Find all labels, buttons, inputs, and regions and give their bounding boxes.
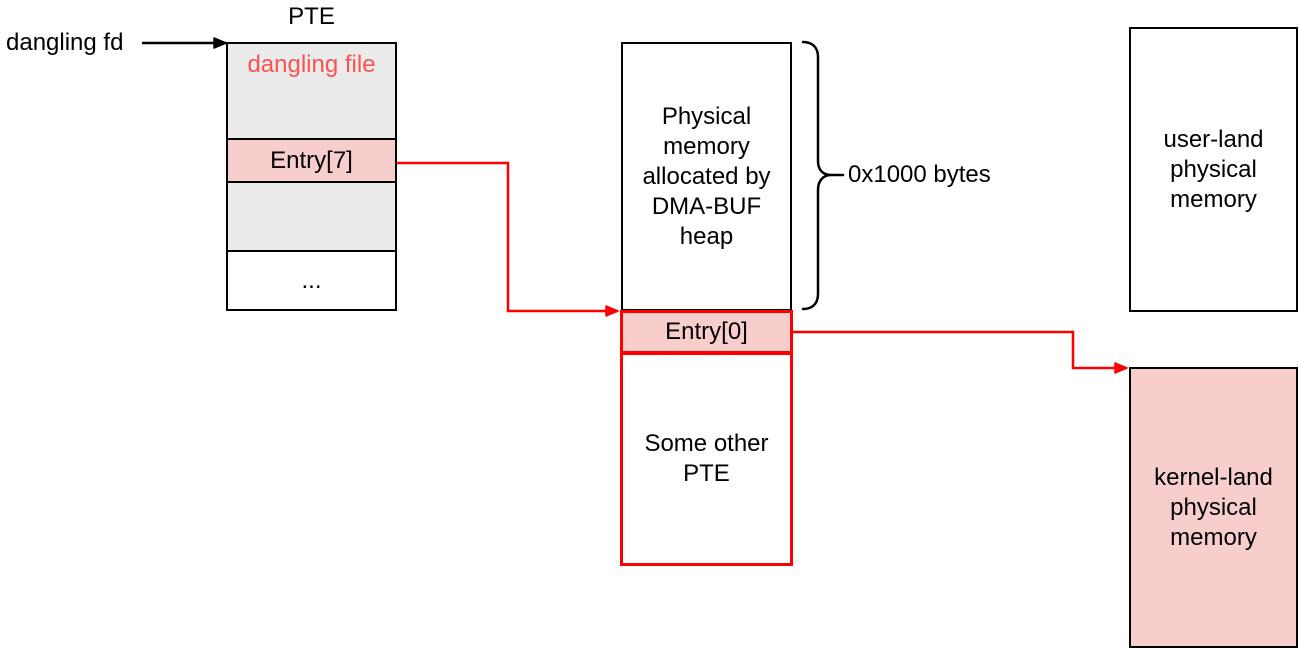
dangling-file-label: dangling file (247, 51, 376, 78)
pte-dangling-file-cell: dangling file (228, 44, 395, 140)
size-brace-icon (801, 40, 845, 311)
pte-title: PTE (288, 3, 335, 30)
user-land-memory-box: user-land physical memory (1129, 27, 1298, 312)
some-other-pte-box: Some other PTE (620, 352, 793, 566)
pte-empty-cell (228, 183, 395, 252)
size-label: 0x1000 bytes (848, 161, 991, 188)
dma-buf-memory-box: Physical memory allocated by DMA-BUF hea… (621, 42, 792, 311)
entry7-to-entry0-arrow (397, 161, 619, 317)
dangling-fd-label: dangling fd (6, 29, 124, 56)
entry0-cell: Entry[0] (620, 310, 793, 354)
pte-entry7-cell: Entry[7] (228, 140, 395, 183)
entry0-to-kernel-arrow (791, 330, 1128, 374)
pte-table: dangling file Entry[7] ... (226, 42, 397, 311)
pte-ellipsis-cell: ... (228, 252, 395, 309)
kernel-land-memory-box: kernel-land physical memory (1129, 367, 1298, 648)
